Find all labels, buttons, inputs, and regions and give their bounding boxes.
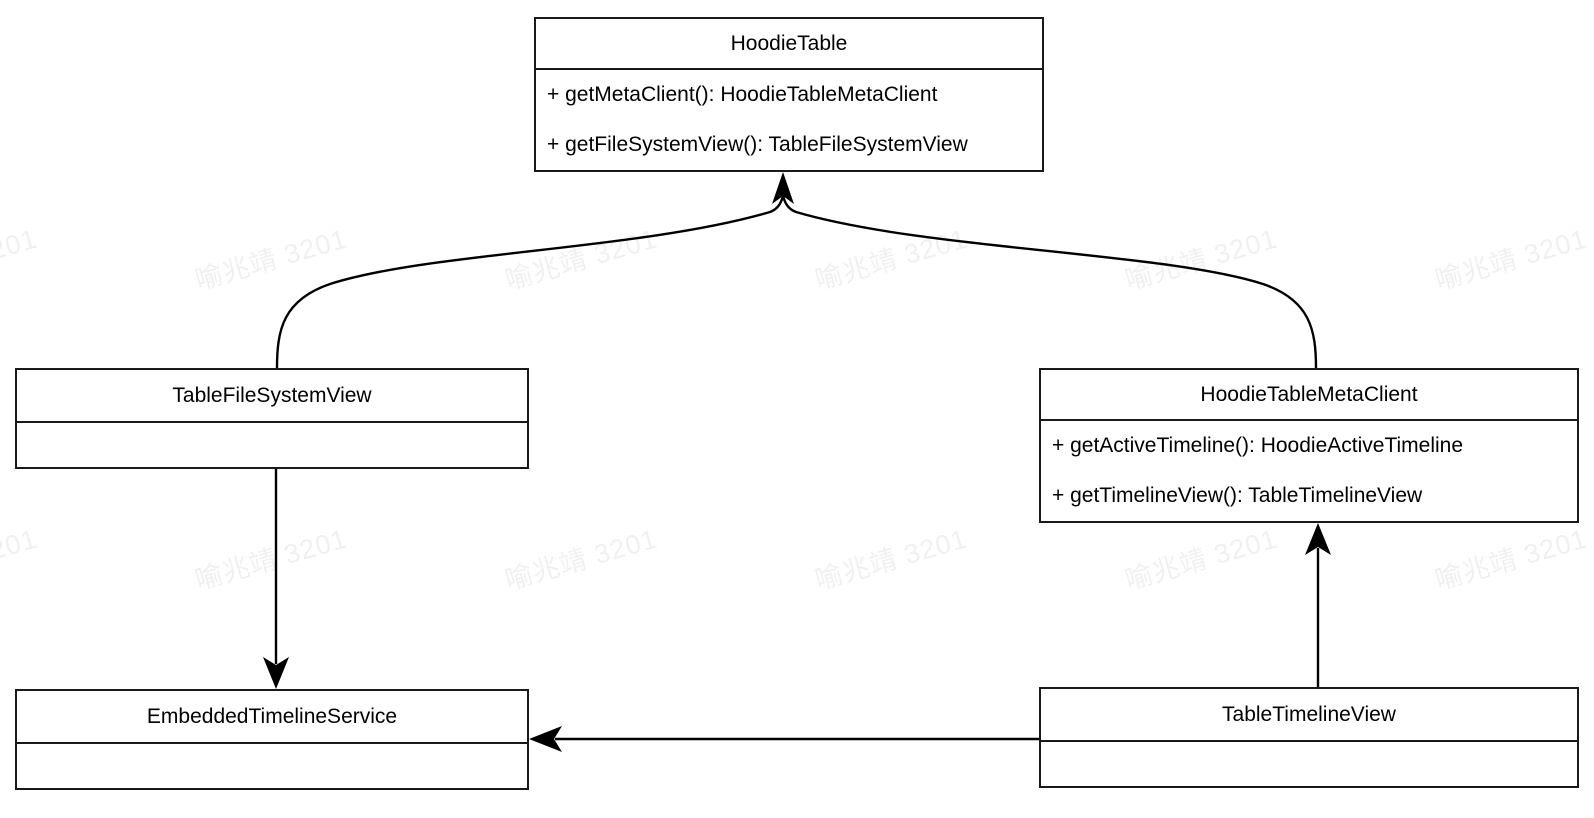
arrowhead-into-embeddedtimelineservice-right xyxy=(529,726,562,752)
arrowhead-into-embeddedtimelineservice-top xyxy=(263,657,289,689)
class-member: + getTimelineView(): TableTimelineView xyxy=(1052,484,1423,507)
class-name-table-file-system-view: TableFileSystemView xyxy=(17,370,527,423)
class-member: + getMetaClient(): HoodieTableMetaClient xyxy=(547,83,938,106)
class-name-hoodie-table: HoodieTable xyxy=(536,19,1042,70)
class-members-hoodie-table-meta-client: + getActiveTimeline(): HoodieActiveTimel… xyxy=(1041,421,1577,521)
edge-tablefilesystemview-to-hoodietable xyxy=(275,195,785,369)
watermark-tile: 喻兆靖 3201 xyxy=(1431,223,1591,296)
class-name-embedded-timeline-service: EmbeddedTimelineService xyxy=(17,691,527,744)
watermark-tile: 喻兆靖 3201 xyxy=(1121,223,1281,296)
watermark-tile: 喻兆靖 3201 xyxy=(191,523,351,596)
class-name-hoodie-table-meta-client: HoodieTableMetaClient xyxy=(1041,370,1577,421)
class-members-hoodie-table: + getMetaClient(): HoodieTableMetaClient… xyxy=(536,70,1042,170)
watermark-tile: 喻兆靖 3201 xyxy=(501,523,661,596)
arrowhead-into-hoodietable xyxy=(772,172,794,204)
watermark-tile: 喻兆靖 3201 xyxy=(0,223,41,296)
class-box-table-timeline-view[interactable]: TableTimelineView xyxy=(1039,687,1579,788)
class-box-hoodie-table-meta-client[interactable]: HoodieTableMetaClient + getActiveTimeline… xyxy=(1039,368,1579,523)
class-box-hoodie-table[interactable]: HoodieTable+ getMetaClient(): HoodieTabl… xyxy=(534,17,1044,172)
watermark-tile: 喻兆靖 3201 xyxy=(1121,523,1281,596)
class-members-embedded-timeline-service xyxy=(17,744,527,788)
watermark-tile: 喻兆靖 3201 xyxy=(1431,523,1591,596)
class-member: + getActiveTimeline(): HoodieActiveTimel… xyxy=(1052,434,1464,457)
watermark-tile: 喻兆靖 3201 xyxy=(501,223,661,296)
class-box-table-file-system-view[interactable]: TableFileSystemView xyxy=(15,368,529,469)
class-name-table-timeline-view: TableTimelineView xyxy=(1041,689,1577,742)
watermark-tile: 喻兆靖 3201 xyxy=(191,223,351,296)
watermark-tile: 喻兆靖 3201 xyxy=(811,523,971,596)
class-member: + getFileSystemView(): TableFileSystemVi… xyxy=(547,133,968,156)
class-box-embedded-timeline-service[interactable]: EmbeddedTimelineService xyxy=(15,689,529,790)
edge-hoodietablemetaclient-to-hoodietable xyxy=(781,195,1318,369)
watermark-tile: 喻兆靖 3201 xyxy=(0,523,41,596)
class-members-table-timeline-view xyxy=(1041,742,1577,786)
class-members-table-file-system-view xyxy=(17,423,527,467)
arrowhead-into-hoodietablemetaclient-bottom xyxy=(1305,523,1331,555)
watermark-tile: 喻兆靖 3201 xyxy=(811,223,971,296)
